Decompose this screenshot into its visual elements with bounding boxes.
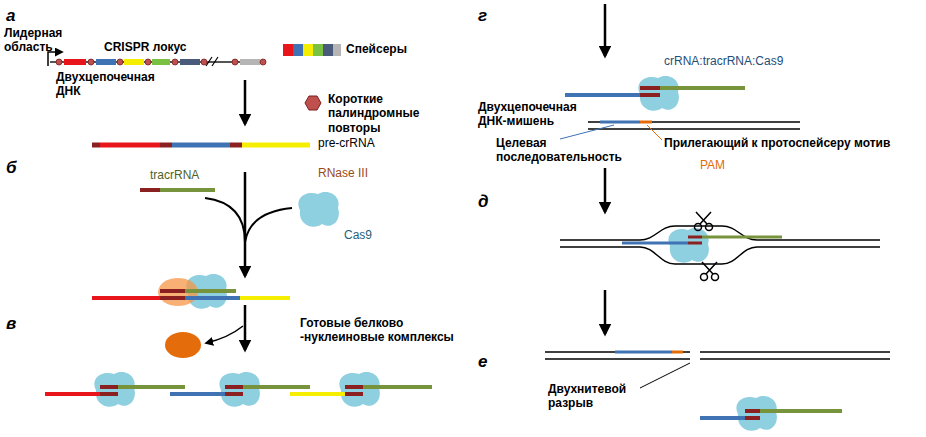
legend-text: Короткие палиндромные повторы bbox=[328, 92, 468, 135]
panel-letter: д bbox=[478, 192, 489, 212]
panel-letter: е bbox=[478, 352, 487, 372]
pre-complex bbox=[92, 274, 290, 309]
leader-line bbox=[640, 363, 690, 388]
spacer-legend-bar bbox=[283, 44, 341, 56]
complex-label: crRNA:tracrRNA:Cas9 bbox=[664, 54, 783, 68]
protein-label: Cas9 bbox=[344, 228, 372, 242]
break-label: Двухнитевой разрыв bbox=[548, 382, 644, 411]
tracrrna bbox=[140, 188, 215, 192]
repeat-hexagon bbox=[305, 96, 321, 110]
locus-label: CRISPR локус bbox=[104, 40, 187, 54]
broken-dna bbox=[545, 352, 890, 359]
region-label: Лидерная область bbox=[4, 26, 66, 55]
panel-letter: г bbox=[478, 6, 487, 26]
dna-label: Двухцепочечная ДНК bbox=[56, 70, 156, 99]
panel-letter: в bbox=[6, 314, 16, 334]
crispr-locus bbox=[48, 52, 266, 66]
panel-letter: а bbox=[6, 6, 15, 26]
complex-label: Готовые белково -нуклеиновые комплексы bbox=[300, 316, 460, 345]
rna-label: tracrRNA bbox=[150, 168, 199, 182]
leader-line bbox=[560, 125, 614, 139]
pam-label: Прилегающий к протоспейсеру мотив bbox=[664, 136, 890, 150]
panel-letter: б bbox=[6, 158, 17, 178]
cas9-protein bbox=[298, 192, 338, 227]
unwound-dna bbox=[560, 226, 880, 264]
mature-complexes bbox=[45, 372, 432, 407]
target-label: Целевая последовательность bbox=[496, 136, 626, 165]
enzyme-label: RNase III bbox=[318, 166, 368, 180]
legend-text: Спейсеры bbox=[346, 42, 407, 56]
dna-label: Двухцепочечная ДНК-мишень bbox=[478, 100, 584, 129]
target-dna bbox=[588, 122, 800, 129]
pre-crrna bbox=[92, 143, 310, 148]
leader-line bbox=[647, 125, 662, 140]
pam-label: PAM bbox=[700, 158, 725, 172]
released-complex bbox=[700, 396, 842, 431]
rna-label: pre-crRNA bbox=[318, 136, 375, 150]
scissors-icon bbox=[695, 212, 713, 231]
scissors-icon bbox=[701, 262, 719, 281]
bound-complex bbox=[622, 228, 782, 263]
rnase-iii bbox=[165, 332, 201, 358]
guide-complex bbox=[565, 76, 745, 111]
